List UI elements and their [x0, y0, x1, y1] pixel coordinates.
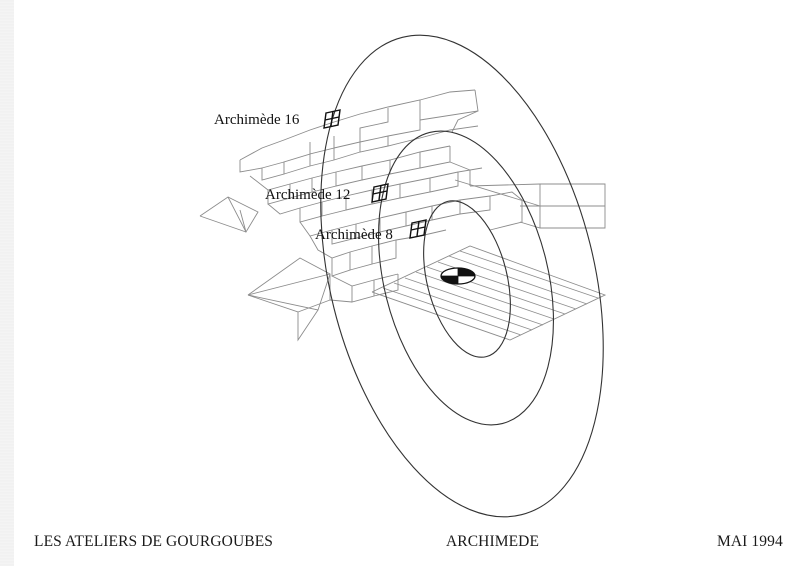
label-archimede-16: Archimède 16 [214, 112, 300, 128]
contour-ellipses [320, 34, 604, 518]
parallelogram-marker-icon [323, 109, 341, 129]
footer-project-name: ARCHIMEDE [446, 533, 540, 550]
footer-date: MAI 1994 [717, 533, 783, 550]
label-archimede-8: Archimède 8 [315, 227, 393, 243]
building-wireframe [199, 89, 607, 342]
target-symbol-icon [440, 267, 476, 285]
scan-edge [0, 0, 14, 566]
inner-ellipse [423, 200, 511, 358]
outer-ellipse [320, 34, 604, 518]
parallelogram-marker-icon [371, 183, 389, 203]
footer-firm-name: LES ATELIERS DE GOURGOUBES [34, 533, 273, 550]
middle-ellipse [378, 130, 554, 426]
parallelogram-marker-icon [409, 219, 427, 239]
label-archimede-12: Archimède 12 [265, 187, 351, 203]
